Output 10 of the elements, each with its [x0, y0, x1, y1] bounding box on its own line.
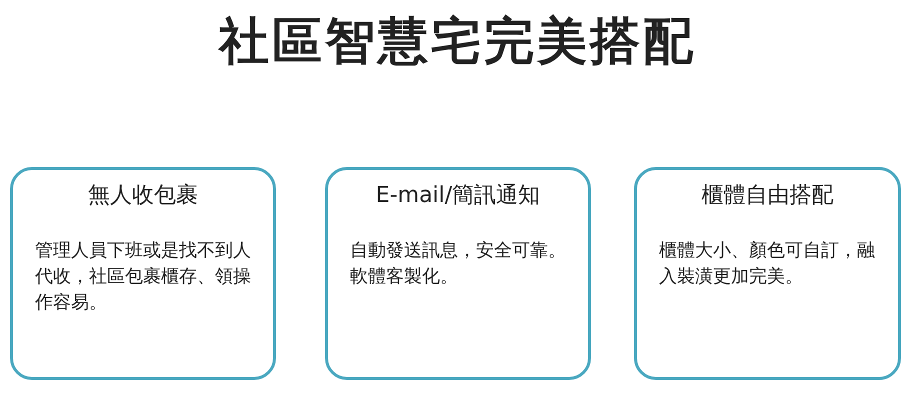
feature-card — [10, 167, 276, 380]
card-heading: E-mail/簡訊通知 — [374, 182, 542, 210]
feature-card — [325, 167, 591, 380]
card-description: 自動發送訊息，安全可靠。軟體客製化。 — [350, 239, 567, 290]
card-heading: 櫃體自由搭配 — [700, 182, 834, 210]
feature-card — [634, 167, 901, 380]
card-heading: 無人收包裹 — [87, 182, 199, 210]
title: 社區智慧宅完美搭配 — [217, 11, 697, 72]
card-description: 櫃體大小、顏色可自訂，融入裝潢更加完美。 — [659, 239, 876, 290]
card-description: 管理人員下班或是找不到人代收，社區包裹櫃存、領操作容易。 — [35, 239, 252, 316]
